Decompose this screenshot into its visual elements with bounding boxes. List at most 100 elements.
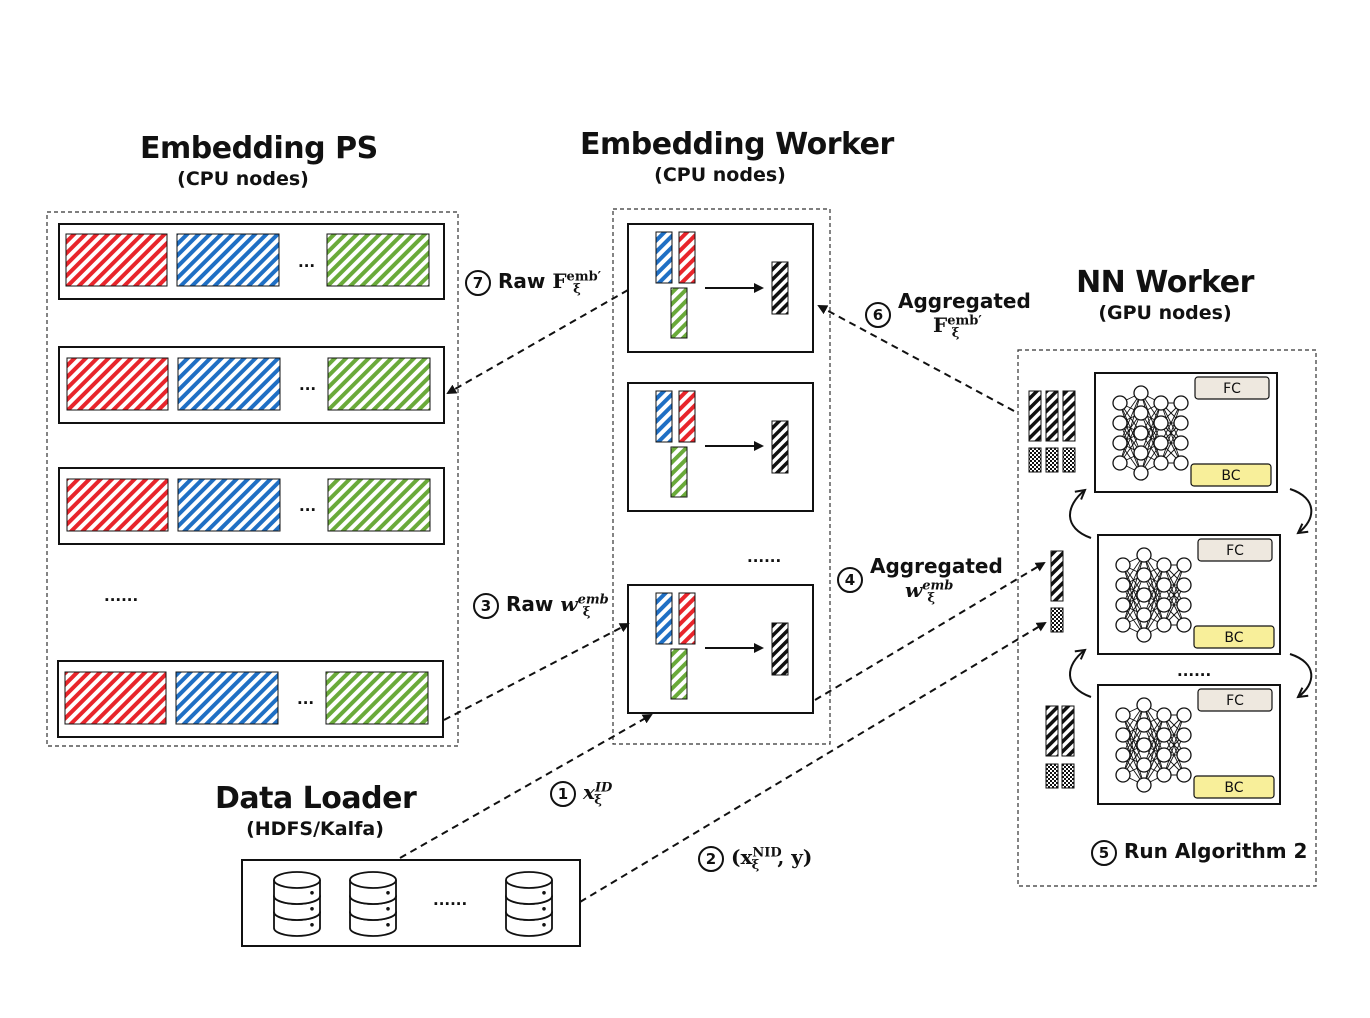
- step6-number: 6: [865, 301, 891, 328]
- ps-shard-2: [58, 346, 445, 424]
- ring-arrow-3: [1289, 653, 1313, 697]
- step4-symbol: w: [905, 578, 923, 602]
- ps-shard-3: [58, 467, 445, 545]
- fc-label: FC: [1223, 381, 1241, 397]
- neural-network-icon: [1115, 697, 1192, 793]
- neural-network-icon: [1115, 547, 1192, 643]
- ps-shard-4-ellipsis: ...: [297, 690, 315, 708]
- step7-symbol: F: [552, 269, 567, 293]
- nn-worker-border: [1017, 349, 1317, 887]
- bc-label: BC: [1221, 468, 1240, 484]
- step5-label: 5 Run Algorithm 2: [1091, 839, 1307, 866]
- worker-more-ellipsis: ......: [747, 548, 782, 566]
- step1-sub: ξ: [594, 793, 602, 808]
- embedding-stack-middle: [1050, 550, 1064, 633]
- step2-open: (x: [731, 845, 753, 869]
- ps-shard-4: [57, 660, 444, 738]
- database-icon-1: [273, 871, 321, 937]
- data-loader-title: Data Loader: [215, 781, 417, 816]
- step3-label: 3 Raw wembξ: [473, 592, 609, 620]
- nn-more-ellipsis: ......: [1177, 662, 1212, 680]
- step1-symbol: x: [583, 780, 595, 804]
- step7-label: 7 Raw Femb′ξ: [465, 269, 601, 297]
- nn-unit-2: FC BC: [1097, 534, 1281, 655]
- step6-sub: ξ: [951, 326, 960, 341]
- nn-unit-3: FC BC: [1097, 684, 1281, 805]
- step7-number: 7: [465, 269, 491, 296]
- ring-arrow-1: [1289, 488, 1313, 533]
- ps-shard-2-ellipsis: ...: [299, 376, 317, 394]
- step3-number: 3: [473, 592, 499, 619]
- embedding-worker-border: [612, 208, 831, 745]
- fc-box: [1197, 538, 1273, 562]
- neural-network-icon: [1112, 385, 1189, 481]
- step1-number: 1: [550, 780, 576, 807]
- step2-sup: NID: [752, 845, 782, 861]
- worker-unit-1: [627, 223, 814, 353]
- nn-unit-1: FC BC: [1094, 372, 1278, 493]
- fc-label: FC: [1226, 693, 1244, 709]
- ps-shard-1-ellipsis: ...: [298, 253, 316, 271]
- embedding-ps-title: Embedding PS: [140, 131, 378, 166]
- embedding-worker-panel: [612, 208, 831, 745]
- fc-box: [1197, 688, 1273, 712]
- step1-sup: ID: [594, 780, 613, 796]
- nn-worker-title: NN Worker: [1076, 265, 1254, 300]
- nn-worker-subtitle: (GPU nodes): [1098, 302, 1232, 324]
- bc-label: BC: [1224, 780, 1243, 796]
- worker-unit-2: [627, 382, 814, 512]
- step5-number: 5: [1091, 839, 1117, 866]
- arrow-step6-aggregated-F: [817, 305, 1015, 412]
- embedding-worker-heading: Embedding Worker (CPU nodes): [580, 127, 894, 186]
- ps-shard-1: [58, 223, 445, 300]
- ring-arrow-2: [1069, 490, 1092, 539]
- nn-worker-panel: FC BC FC BC FC BC: [1017, 349, 1317, 887]
- step6-sup: emb′: [947, 313, 982, 329]
- database-icon-2: [349, 871, 397, 937]
- worker-unit-3: [627, 584, 814, 714]
- nn-worker-heading: NN Worker (GPU nodes): [1075, 265, 1255, 324]
- data-loader-panel: [241, 859, 581, 947]
- bc-label: BC: [1224, 630, 1243, 646]
- step6-label: 6 Aggregated Femb′ξ: [865, 289, 1031, 341]
- step5-text: Run Algorithm 2: [1124, 839, 1308, 863]
- step3-symbol: w: [560, 592, 578, 616]
- ring-arrow-4: [1069, 650, 1092, 698]
- arrow-step4-aggregated-w: [814, 561, 1046, 701]
- data-loader-subtitle: (HDFS/Kalfa): [246, 818, 384, 840]
- ps-more-ellipsis: ......: [104, 587, 139, 605]
- step3-prefix: Raw: [506, 592, 561, 616]
- arrow-step2-nonids: [579, 621, 1047, 903]
- bc-box: [1193, 625, 1275, 649]
- embedding-ps-heading: Embedding PS (CPU nodes): [140, 131, 378, 190]
- embedding-worker-subtitle: (CPU nodes): [654, 164, 786, 186]
- step3-sub: ξ: [582, 605, 591, 620]
- step2-sub: ξ: [751, 858, 760, 873]
- embedding-ps-panel: [46, 211, 459, 747]
- step2-close: , y): [777, 845, 813, 869]
- embedding-stack-top: [1028, 390, 1076, 473]
- embedding-worker-title: Embedding Worker: [580, 127, 894, 162]
- step2-number: 2: [698, 845, 724, 872]
- step4-prefix: Aggregated: [870, 554, 1003, 578]
- loader-ellipsis: ......: [433, 891, 468, 909]
- database-icon-3: [505, 871, 553, 937]
- arrow-step3-raw-w: [443, 623, 630, 721]
- step2-label: 2 (xNIDξ , y): [698, 845, 812, 873]
- fc-label: FC: [1226, 543, 1244, 559]
- step7-sub: ξ: [573, 282, 581, 297]
- step7-sup: emb′: [566, 269, 602, 285]
- arrow-step1-ids: [399, 714, 653, 859]
- step3-sup: emb: [577, 592, 609, 608]
- embedding-stack-bottom: [1045, 705, 1075, 789]
- step4-number: 4: [837, 566, 863, 593]
- step6-prefix: Aggregated: [898, 289, 1031, 313]
- embedding-ps-subtitle: (CPU nodes): [177, 168, 309, 190]
- bc-box: [1193, 775, 1275, 799]
- ps-shard-3-ellipsis: ...: [299, 497, 317, 515]
- step7-prefix: Raw: [498, 269, 553, 293]
- data-loader-heading: Data Loader (HDFS/Kalfa): [215, 781, 417, 840]
- step6-symbol: F: [933, 313, 948, 337]
